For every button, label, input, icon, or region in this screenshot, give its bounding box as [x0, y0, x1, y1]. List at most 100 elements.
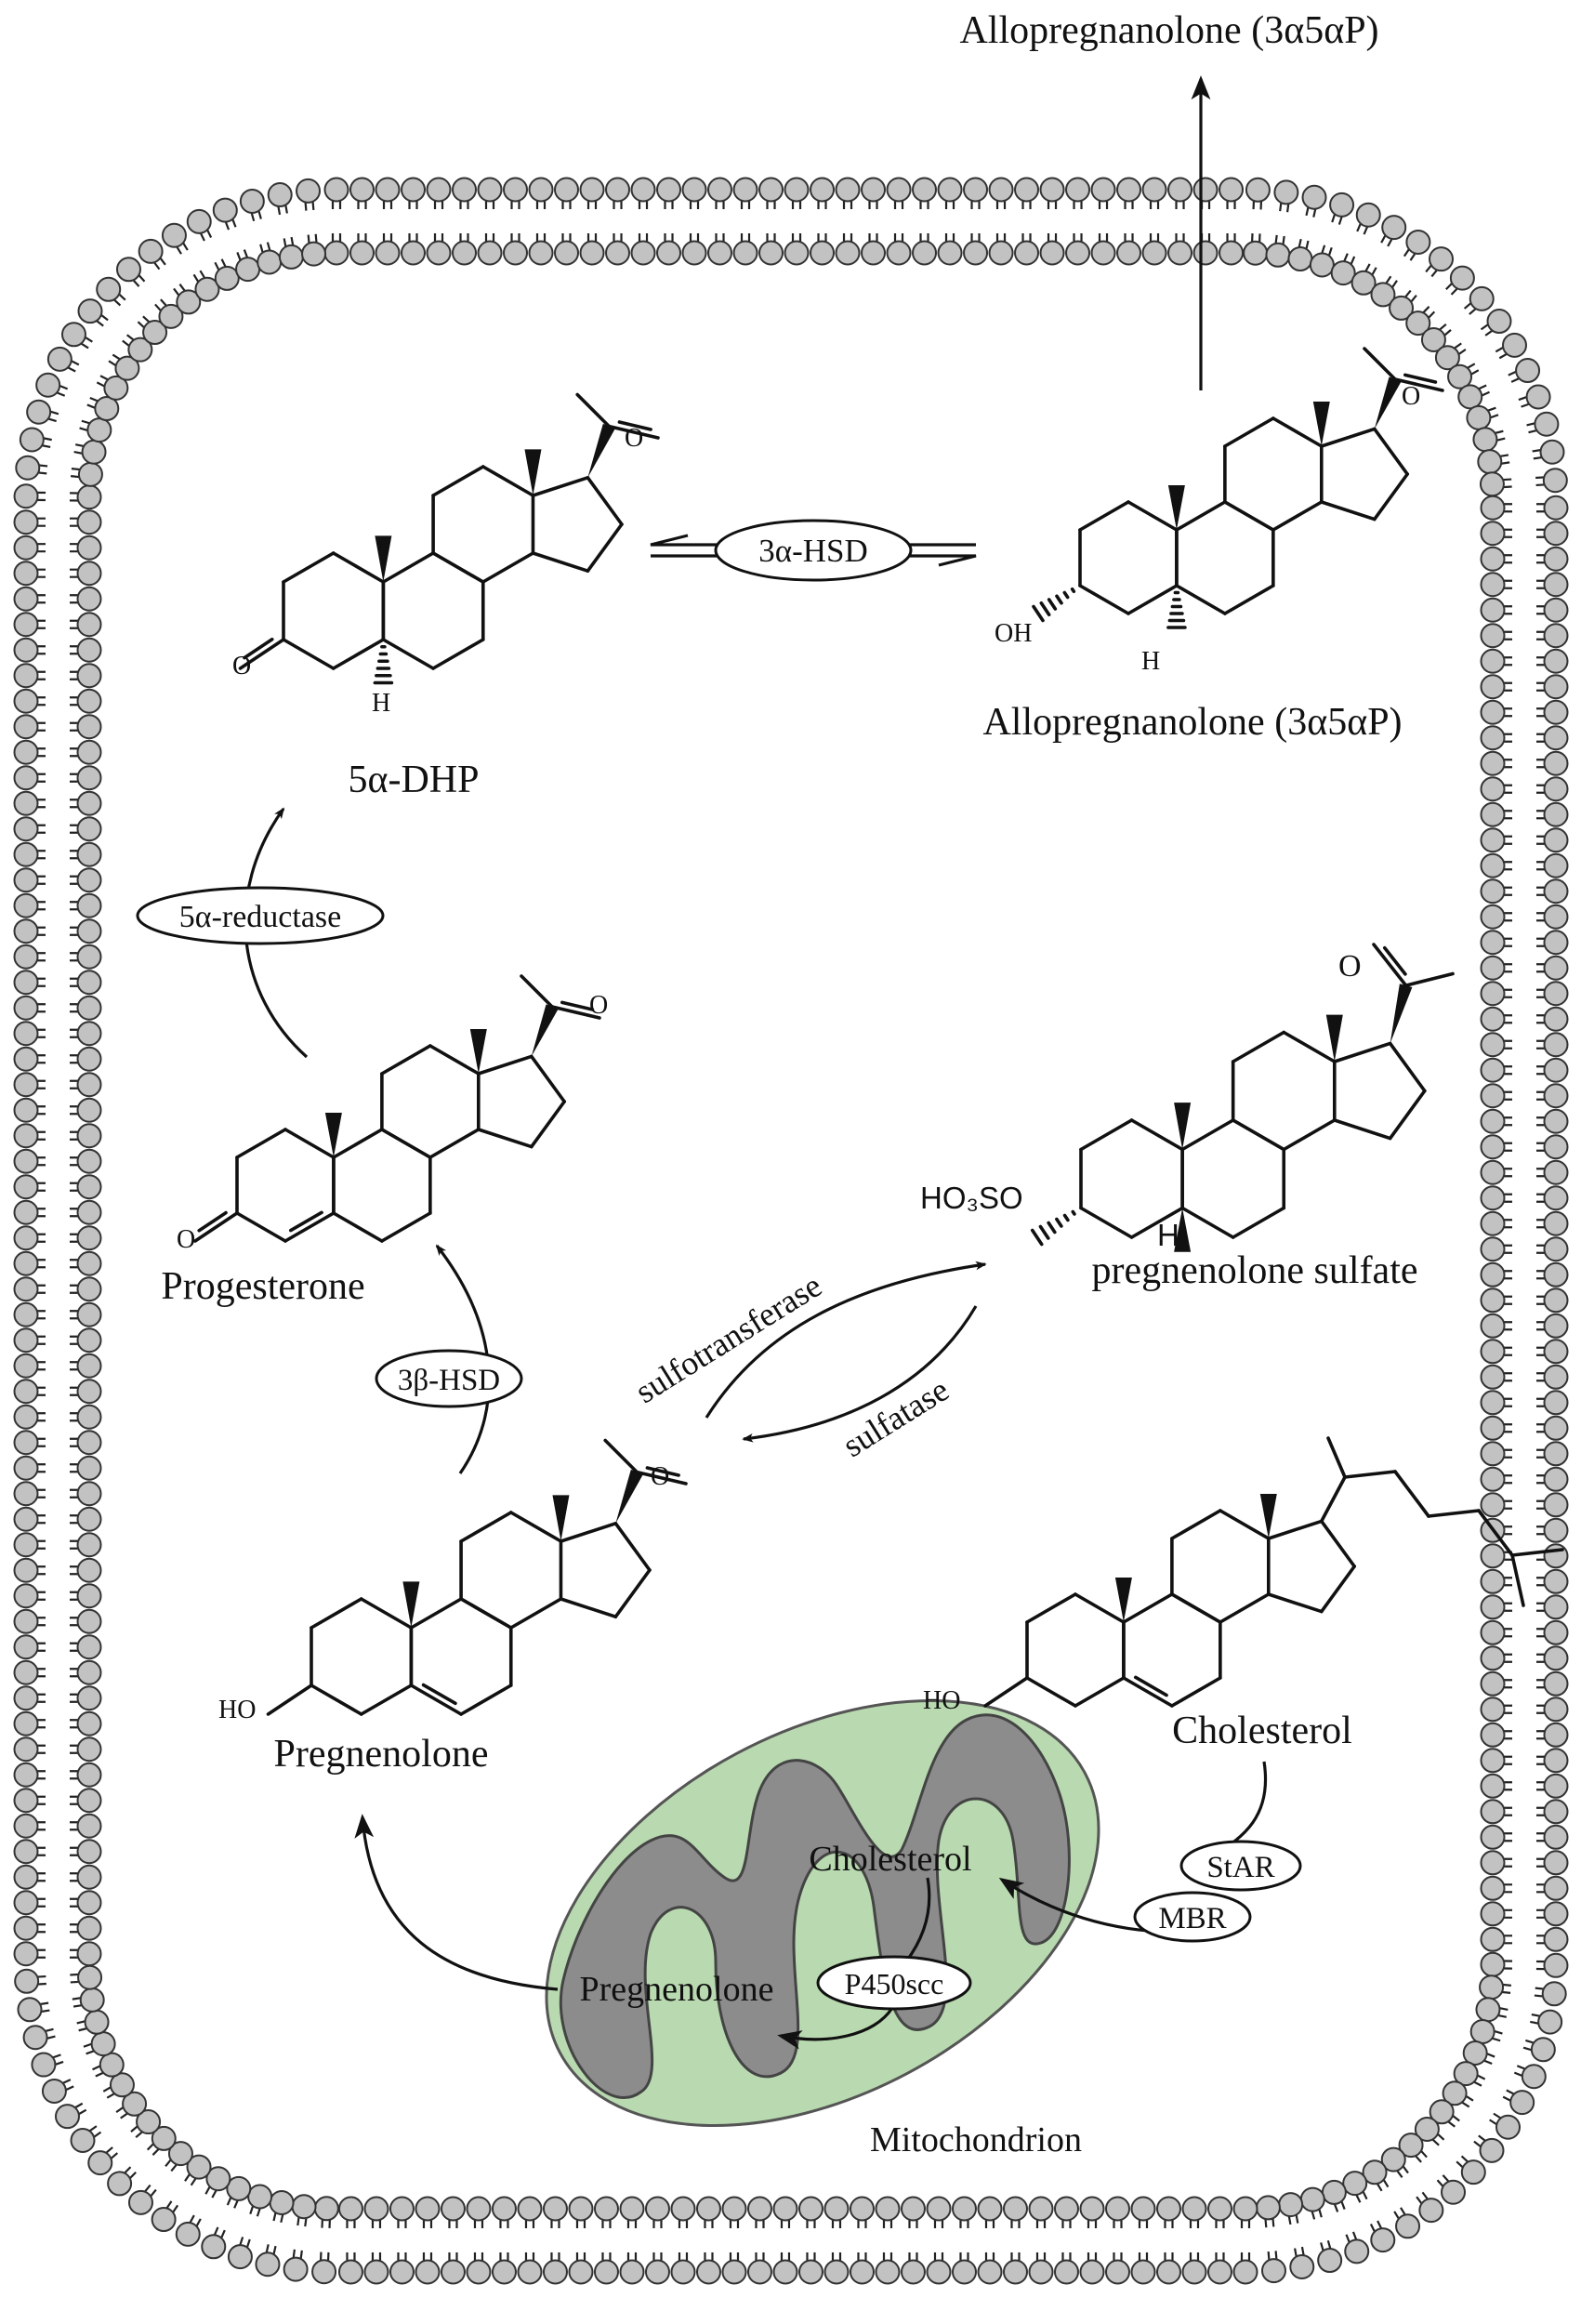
lipid-head: [1441, 2179, 1467, 2205]
lipid-head: [76, 1301, 102, 1327]
lipid-head: [76, 1941, 102, 1967]
lipid-head: [13, 1123, 39, 1149]
lipid-head: [1543, 1901, 1569, 1927]
cell-membrane: [13, 177, 1569, 2285]
lipid-head: [963, 177, 989, 203]
lipid-head: [76, 1762, 102, 1788]
lipid-head: [784, 240, 810, 266]
enzyme-3a-hsd: 3α-HSD: [714, 519, 913, 582]
lipid-head: [1273, 179, 1299, 205]
lipid-head: [1429, 246, 1455, 272]
lipid-head: [810, 177, 836, 203]
lipid-head: [937, 177, 963, 203]
lipid-head: [13, 714, 39, 740]
lipid-head: [1543, 1466, 1569, 1492]
lipid-head: [1460, 2159, 1486, 2185]
lipid-head: [1130, 2196, 1156, 2222]
atom-o-5a-dhp-3keto: O: [232, 652, 251, 680]
lipid-head: [1543, 699, 1569, 725]
lipid-head: [1480, 1313, 1506, 1339]
lipid-head: [257, 249, 283, 275]
lipid-head: [1480, 1390, 1506, 1416]
lipid-head: [1480, 1722, 1506, 1748]
mitochondrion-outer-membrane: [545, 1698, 1100, 2128]
lipid-head: [1219, 177, 1245, 203]
lipid-head: [1543, 1670, 1569, 1697]
lipid-head: [13, 1762, 39, 1788]
lipid-head: [13, 1864, 39, 1890]
lipid-head: [13, 918, 39, 944]
lipid-head: [227, 2244, 253, 2270]
lipid-head: [81, 439, 107, 465]
lipid-head: [1219, 240, 1245, 266]
lipid-head: [76, 1839, 102, 1865]
lipid-head: [1543, 1824, 1569, 1850]
lipid-head: [1317, 2248, 1343, 2274]
lipid-head: [76, 1123, 102, 1149]
lipid-head: [76, 1659, 102, 1685]
lipid-head: [13, 1481, 39, 1507]
lipid-head: [452, 240, 478, 266]
lipid-head: [1541, 1981, 1567, 2007]
lipid-head: [951, 2196, 977, 2222]
arrow-sulfatase: [742, 1305, 978, 1443]
lipid-head: [13, 944, 39, 970]
enzyme-mbr-label: MBR: [1158, 1902, 1226, 1935]
lipid-head: [161, 222, 187, 248]
lipid-head: [99, 2052, 125, 2078]
lipid-head: [1039, 177, 1065, 203]
lipid-head: [13, 1301, 39, 1327]
lipid-head: [1480, 981, 1506, 1007]
lipid-head: [13, 612, 39, 638]
lipid-head: [31, 2052, 57, 2078]
lipid-head: [1543, 648, 1569, 674]
lipid-head: [1543, 1339, 1569, 1365]
lipid-head: [1480, 1748, 1506, 1774]
lipid-head: [1543, 1032, 1569, 1058]
lipid-head: [212, 197, 238, 223]
lipid-head: [1480, 1339, 1506, 1365]
lipid-head: [1543, 801, 1569, 827]
lipid-head: [1480, 1926, 1506, 1952]
lipid-head: [13, 995, 39, 1021]
lipid-head: [1414, 2116, 1440, 2142]
atom-h-5a-dhp: H: [372, 689, 390, 718]
lipid-head: [593, 2259, 619, 2285]
lipid-head: [1543, 1875, 1569, 1901]
lipid-head: [1543, 1850, 1569, 1876]
atom-o-5a-dhp-ketone: O: [625, 424, 643, 453]
label-cholesterol: Cholesterol: [1172, 1710, 1352, 1752]
lipid-head: [875, 2196, 901, 2222]
lipid-head: [1065, 177, 1091, 203]
lipid-head: [528, 240, 554, 266]
lipid-head: [76, 1379, 102, 1405]
lipid-head: [1543, 904, 1569, 930]
lipid-head: [1543, 1543, 1569, 1569]
lipid-head: [13, 816, 39, 842]
lipid-head: [401, 177, 427, 203]
lipid-head: [1480, 750, 1506, 776]
lipid-head: [76, 892, 102, 918]
lipid-head: [1381, 215, 1407, 241]
lipid-head: [76, 561, 102, 587]
lipid-head: [1543, 623, 1569, 649]
lipid-head: [76, 918, 102, 944]
lipid-head: [1543, 1057, 1569, 1083]
lipid-head: [1398, 2133, 1424, 2159]
lipid-head: [13, 535, 39, 561]
atom-oh-allo: OH: [995, 619, 1032, 648]
structure-cholesterol: [983, 1436, 1564, 1708]
lipid-head: [13, 1404, 39, 1430]
atom-labels: O O H O OH H O O O HO₃SO H O HO HO: [177, 382, 1420, 1724]
lipid-head: [1480, 1594, 1506, 1620]
lipid-head: [1449, 265, 1475, 291]
lipid-head: [1167, 240, 1193, 266]
lipid-head: [1543, 1568, 1569, 1594]
label-mitochondrion: Mitochondrion: [870, 2120, 1082, 2159]
lipid-head: [426, 240, 452, 266]
lipid-head: [90, 2031, 116, 2057]
lipid-head: [1480, 699, 1506, 725]
lipid-head: [1480, 546, 1506, 572]
lipid-head: [1480, 674, 1506, 700]
lipid-head: [46, 346, 72, 372]
